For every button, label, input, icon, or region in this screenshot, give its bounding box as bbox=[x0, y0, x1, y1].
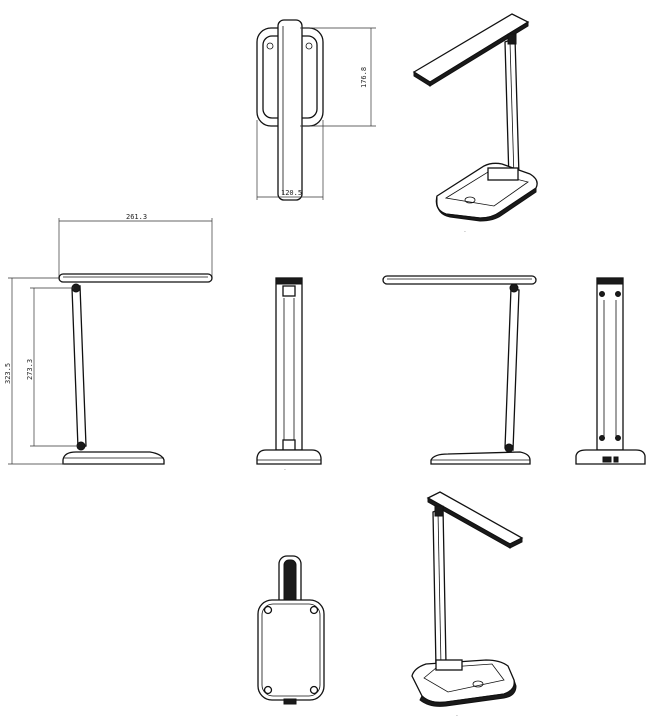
side-right-pole bbox=[504, 287, 520, 451]
iso-head-edge bbox=[429, 21, 529, 87]
rear-screw bbox=[599, 435, 605, 441]
iso-base-slot bbox=[487, 167, 519, 181]
side-right-hinge bbox=[504, 443, 514, 453]
dim-arm-length-label: 261.3 bbox=[126, 213, 147, 221]
bottom-base-inner bbox=[261, 603, 321, 697]
iso2-base-side bbox=[419, 679, 517, 707]
top-view: 176.8 120.5 bbox=[256, 19, 376, 201]
rear-screw bbox=[615, 291, 621, 297]
front-base bbox=[256, 449, 322, 465]
bottom-foot bbox=[309, 685, 319, 695]
bottom-view bbox=[257, 555, 325, 705]
bottom-arm-inner bbox=[283, 559, 297, 605]
bottom-foot bbox=[309, 605, 319, 615]
front-caption: — bbox=[284, 467, 286, 471]
iso2-caption: — bbox=[456, 713, 458, 717]
side-view-right bbox=[382, 275, 537, 465]
rear-view bbox=[575, 277, 646, 465]
side-right-base bbox=[430, 451, 531, 465]
iso-base-side bbox=[435, 187, 537, 222]
side-right-hinge bbox=[509, 283, 519, 293]
bottom-foot bbox=[263, 605, 273, 615]
rear-usb-port bbox=[602, 456, 612, 463]
iso-view-top: — bbox=[412, 13, 538, 233]
iso2-touch-button bbox=[472, 680, 484, 688]
rear-screw bbox=[615, 435, 621, 441]
rear-arm-top bbox=[596, 277, 624, 285]
front-hinge-bottom bbox=[282, 439, 296, 451]
side-left-hinge bbox=[76, 441, 86, 451]
iso2-base-slot bbox=[435, 659, 463, 671]
dim-top-width-label: 120.5 bbox=[281, 189, 302, 197]
front-hinge-top bbox=[282, 285, 296, 297]
iso-pole-edge bbox=[509, 41, 515, 179]
side-right-arm bbox=[382, 275, 537, 285]
rear-screw bbox=[599, 291, 605, 297]
iso-base bbox=[435, 162, 538, 219]
side-left-arm bbox=[58, 273, 213, 283]
dim-pole-height-label: 273.3 bbox=[26, 359, 34, 380]
bottom-port bbox=[283, 698, 297, 705]
iso2-head-side bbox=[427, 497, 511, 549]
side-view-left: 261.3 323.5 273.3 bbox=[4, 213, 213, 465]
front-pole bbox=[275, 277, 303, 451]
iso-view-bottom: — bbox=[411, 491, 524, 717]
iso-base-top bbox=[444, 171, 529, 207]
dim-total-height-label: 323.5 bbox=[4, 363, 12, 384]
dim-top-depth-label: 176.8 bbox=[360, 67, 368, 88]
top-view-arm bbox=[277, 19, 303, 201]
side-left-pole bbox=[71, 285, 87, 449]
rear-power-port bbox=[613, 456, 619, 463]
iso-hinge bbox=[507, 33, 517, 45]
iso-caption: — bbox=[464, 229, 466, 233]
front-view: — bbox=[256, 277, 322, 471]
front-arm-top bbox=[275, 277, 303, 285]
iso2-base-top bbox=[423, 663, 505, 693]
rear-pole bbox=[596, 277, 624, 451]
top-view-hole bbox=[305, 42, 313, 50]
bottom-base bbox=[257, 599, 325, 701]
bottom-foot bbox=[263, 685, 273, 695]
iso-touch-button bbox=[464, 196, 476, 204]
top-view-hole bbox=[266, 42, 274, 50]
iso2-pole-edge bbox=[437, 511, 442, 667]
iso2-hinge bbox=[434, 505, 444, 517]
